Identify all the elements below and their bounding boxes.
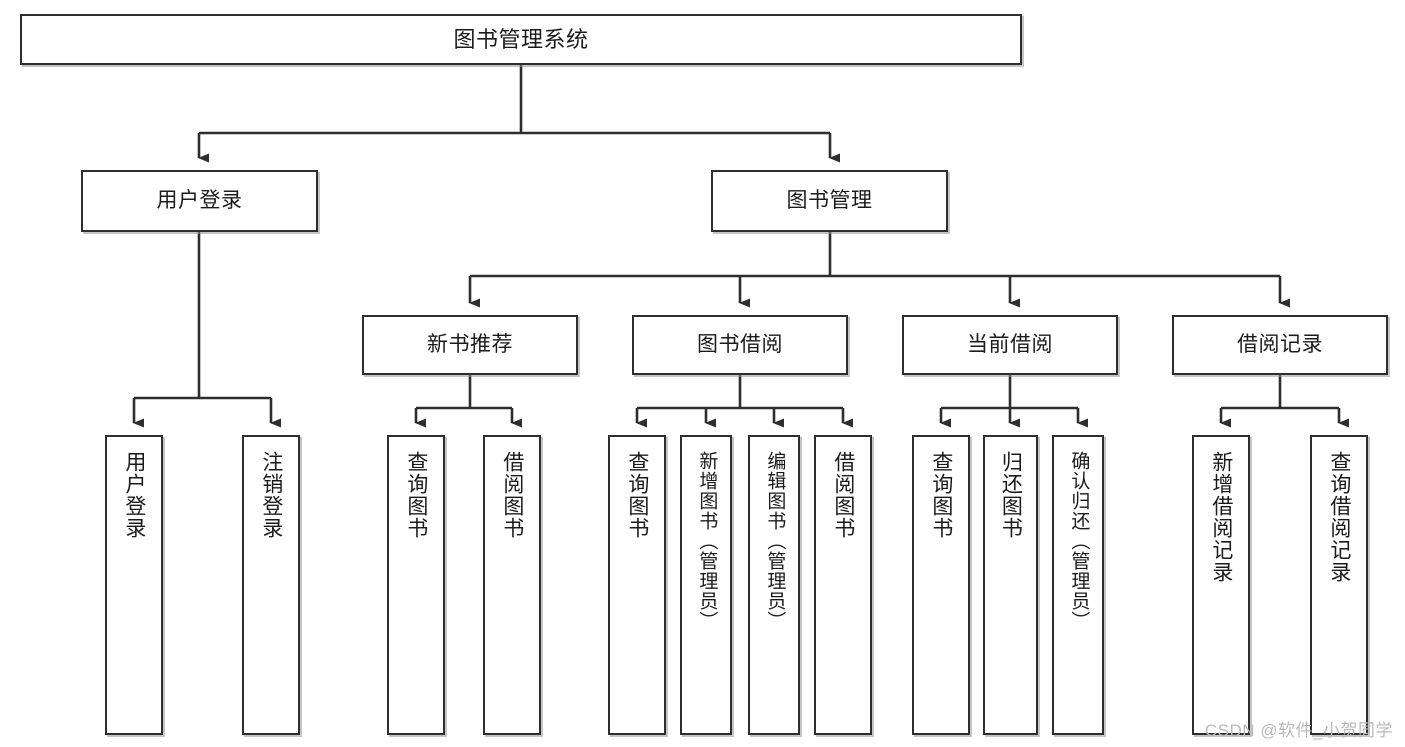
node-label: 借阅记录 [1237, 332, 1323, 356]
leaf-bookborrow-borrow-books[interactable]: 借阅图书 [814, 435, 872, 735]
node-label: 图书管理系统 [453, 26, 589, 52]
leaf-currentborrow-query-books[interactable]: 查询图书 [912, 435, 970, 735]
node-user-login[interactable]: 用户登录 [81, 170, 318, 232]
leaf-bookborrow-edit-book-admin[interactable]: 编辑图书（管理员） [748, 435, 800, 735]
node-root-book-management-system[interactable]: 图书管理系统 [20, 14, 1022, 65]
node-label: 查询借阅记录 [1327, 451, 1351, 583]
leaf-bookborrow-add-book-admin[interactable]: 新增图书（管理员） [680, 435, 732, 735]
leaf-bookborrow-query-books[interactable]: 查询图书 [608, 435, 666, 735]
node-label: 新增图书（管理员） [696, 451, 718, 631]
leaf-currentborrow-confirm-return-admin[interactable]: 确认归还（管理员） [1052, 435, 1104, 735]
node-label: 当前借阅 [967, 332, 1053, 356]
leaf-newbook-query-books[interactable]: 查询图书 [387, 435, 445, 735]
node-label: 新增借阅记录 [1209, 451, 1233, 583]
node-label: 查询图书 [404, 451, 428, 539]
leaf-currentborrow-return-books[interactable]: 归还图书 [983, 435, 1038, 735]
node-label: 图书管理 [786, 188, 873, 212]
leaf-user-login[interactable]: 用户登录 [105, 435, 163, 735]
node-book-management[interactable]: 图书管理 [711, 170, 948, 232]
leaf-borrowrecord-query-record[interactable]: 查询借阅记录 [1310, 435, 1368, 735]
node-label: 编辑图书（管理员） [764, 451, 786, 631]
node-book-borrowing[interactable]: 图书借阅 [632, 315, 848, 375]
node-label: 归还图书 [999, 451, 1023, 539]
node-label: 借阅图书 [500, 451, 524, 539]
node-label: 确认归还（管理员） [1068, 451, 1090, 631]
watermark-text: CSDN @软件_小贺同学 [1204, 721, 1393, 740]
leaf-user-logout[interactable]: 注销登录 [242, 435, 300, 735]
node-label: 查询图书 [929, 451, 953, 539]
node-label: 查询图书 [625, 451, 649, 539]
leaf-borrowrecord-add-record[interactable]: 新增借阅记录 [1192, 435, 1250, 735]
node-new-book-recommendation[interactable]: 新书推荐 [362, 315, 578, 375]
node-label: 用户登录 [122, 451, 146, 539]
node-current-borrowing[interactable]: 当前借阅 [902, 315, 1118, 375]
leaf-newbook-borrow-books[interactable]: 借阅图书 [483, 435, 541, 735]
node-label: 图书借阅 [697, 332, 783, 356]
node-label: 注销登录 [259, 451, 283, 539]
node-label: 新书推荐 [427, 332, 513, 356]
node-label: 用户登录 [156, 188, 243, 212]
node-label: 借阅图书 [831, 451, 855, 539]
node-borrowing-record[interactable]: 借阅记录 [1172, 315, 1388, 375]
